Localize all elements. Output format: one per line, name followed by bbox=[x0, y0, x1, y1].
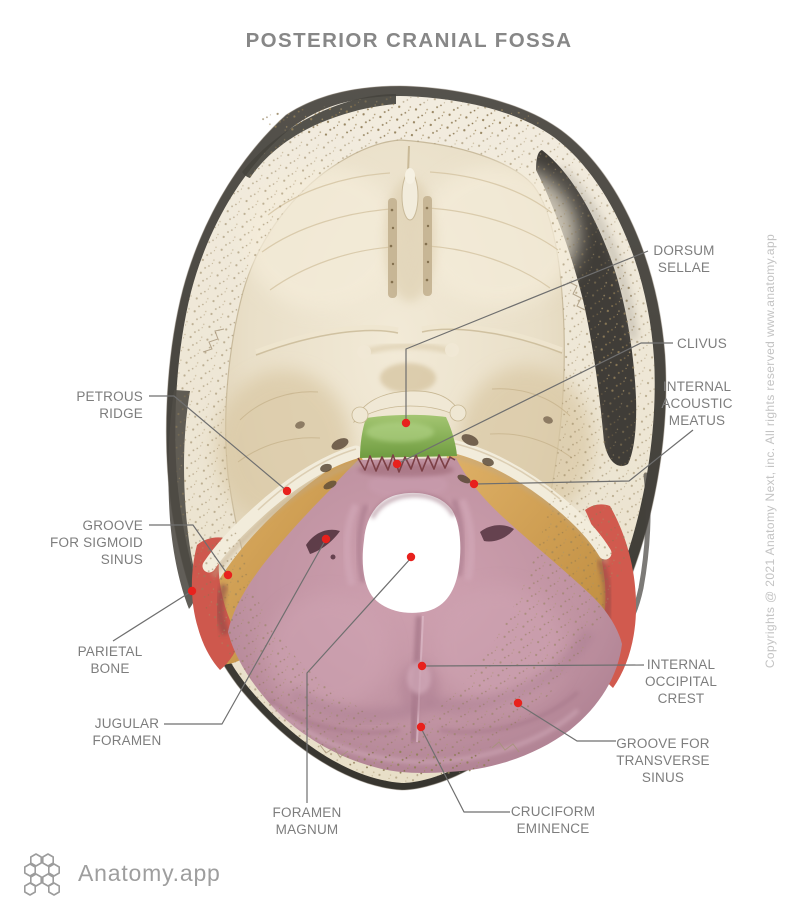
label-internal-acoustic-meatus: INTERNAL ACOUSTIC MEATUS bbox=[661, 379, 733, 428]
brand-name: Anatomy.app bbox=[78, 859, 221, 886]
copyright-watermark: Copyrights @ 2021 Anatomy Next, inc. All… bbox=[763, 233, 777, 669]
label-groove-for-sigmoid-sinus: GROOVE FOR SIGMOID SINUS bbox=[50, 518, 143, 567]
label-groove-for-transverse-sinus: GROOVE FOR TRANSVERSE SINUS bbox=[616, 736, 710, 785]
label-dorsum-sellae: DORSUM SELLAE bbox=[653, 243, 715, 275]
label-parietal-bone: PARIETAL BONE bbox=[77, 644, 143, 676]
label-internal-occipital-crest: INTERNAL OCCIPITAL CREST bbox=[644, 657, 718, 706]
brand-footer: Anatomy.app bbox=[15, 850, 221, 896]
label-jugular-foramen: JUGULAR FORAMEN bbox=[92, 716, 162, 748]
page-title: POSTERIOR CRANIAL FOSSA bbox=[245, 29, 573, 52]
anatomy-app-logo-icon bbox=[24, 853, 60, 896]
label-foramen-magnum: FORAMEN MAGNUM bbox=[272, 805, 342, 837]
label-clivus: CLIVUS bbox=[677, 336, 727, 351]
label-petrous-ridge: PETROUS RIDGE bbox=[76, 389, 143, 421]
label-cruciform-eminence: CRUCIFORM EMINENCE bbox=[510, 804, 596, 836]
